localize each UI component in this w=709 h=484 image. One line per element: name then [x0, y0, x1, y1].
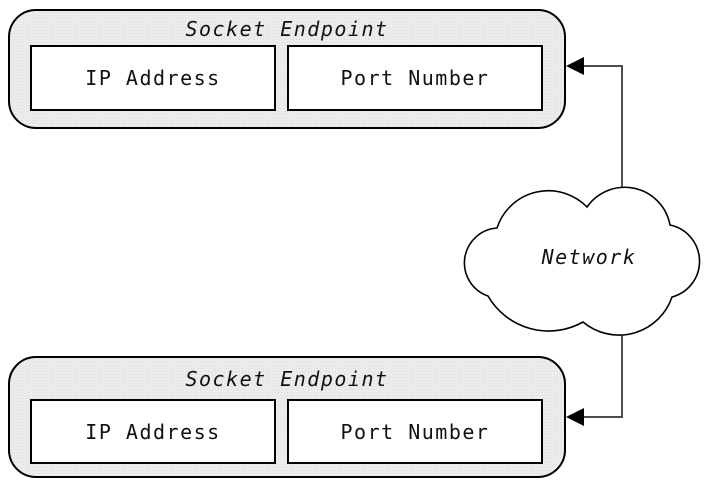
ip-address-box: IP Address	[30, 399, 276, 464]
endpoint-title: Socket Endpoint	[185, 367, 389, 391]
ip-address-label: IP Address	[85, 419, 221, 444]
network-cloud-icon	[463, 186, 701, 336]
arrowhead-top-icon	[566, 57, 584, 75]
port-number-box: Port Number	[287, 399, 543, 464]
port-number-label: Port Number	[340, 66, 490, 90]
endpoint-title: Socket Endpoint	[185, 17, 389, 41]
socket-endpoint-box-top: Socket Endpoint IP Address Port Number	[8, 9, 566, 129]
socket-endpoint-box-bottom: Socket Endpoint IP Address Port Number	[8, 356, 566, 478]
ip-address-label: IP Address	[85, 66, 221, 90]
ip-address-box: IP Address	[30, 45, 276, 111]
network-label: Network	[541, 245, 637, 269]
port-number-label: Port Number	[340, 419, 490, 444]
port-number-box: Port Number	[287, 45, 543, 111]
arrowhead-bottom-icon	[566, 408, 584, 426]
